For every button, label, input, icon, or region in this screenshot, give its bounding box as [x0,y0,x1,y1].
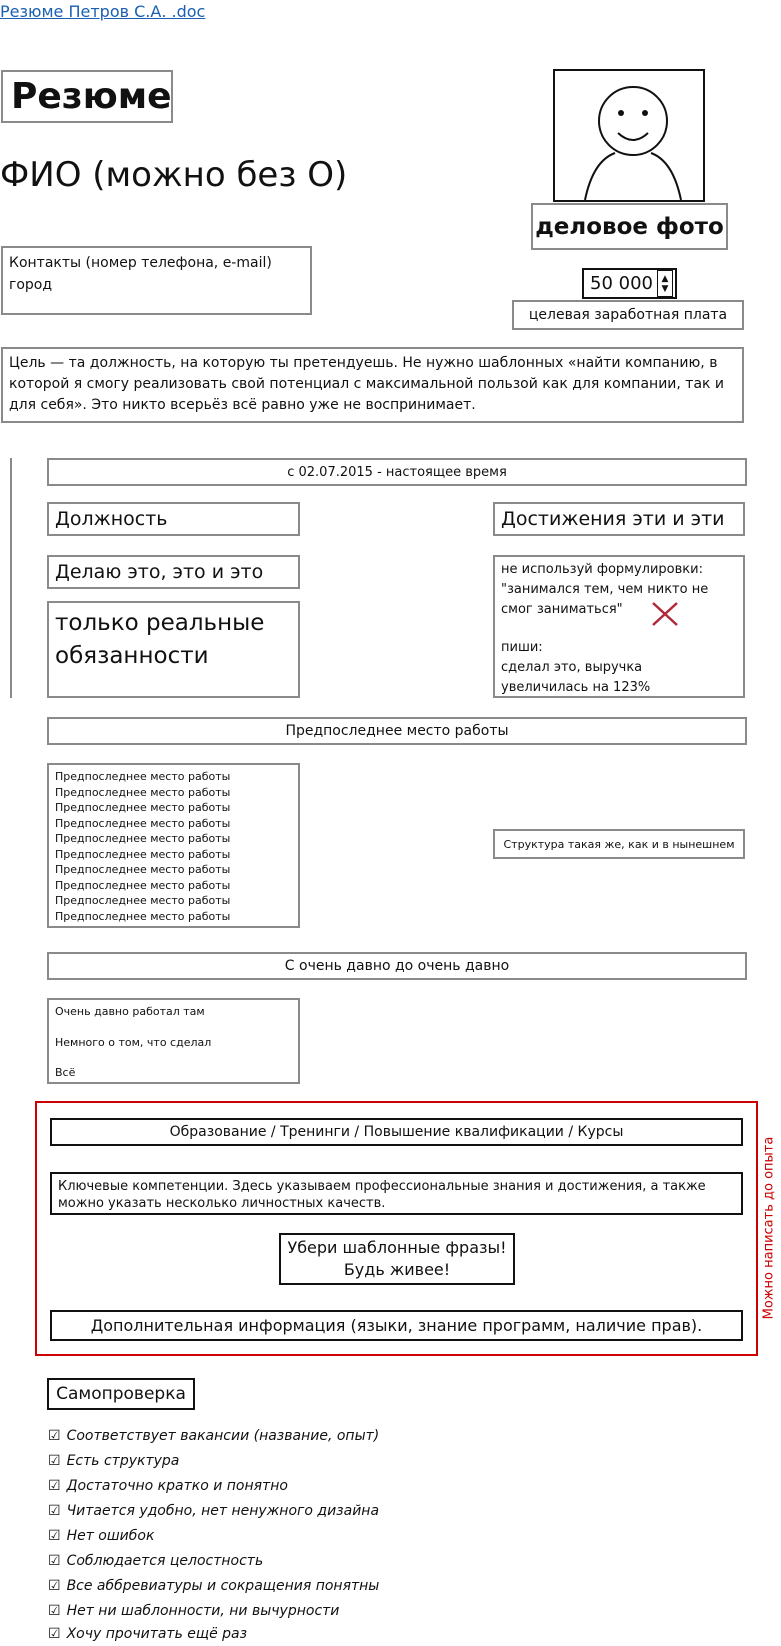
tip-line: Убери шаблонные фразы! [287,1238,507,1257]
checklist-item[interactable]: ☑ Нет ни шаблонности, ни вычурности [48,1599,339,1623]
checklist-item[interactable]: ☑ Соблюдается целостность [48,1549,263,1573]
achievements-title: Достижения эти и эти [493,502,745,536]
current-period: с 02.07.2015 - настоящее время [47,458,747,486]
note-line: увеличилась на 123% [501,680,651,695]
structure-note: Структура такая же, как и в нынешнем [493,829,745,859]
checklist-item[interactable]: ☑ Хочу прочитать ещё раз [48,1622,247,1646]
list-item: Предпоследнее место работы [55,878,231,892]
photo-label: деловое фото [531,203,728,250]
contacts-box[interactable]: Контакты (номер телефона, e-mail) город [1,246,312,315]
side-note-wrapper: Можно написать до опыта [758,1133,780,1323]
goal-box[interactable]: Цель — та должность, на которую ты прете… [1,347,744,423]
education-field[interactable]: Образование / Тренинги / Повышение квали… [50,1118,743,1146]
photo-placeholder [553,69,705,202]
checklist-item[interactable]: ☑ Достаточно кратко и понятно [48,1474,288,1498]
person-icon [584,86,682,200]
checkbox-checked-icon[interactable]: ☑ [48,1503,61,1519]
side-note: Можно написать до опыта [761,1136,777,1320]
checklist-label: Нет ни шаблонности, ни вычурности [66,1603,340,1619]
salary-stepper[interactable]: 50 000 ▲▼ [582,268,677,299]
checklist-item[interactable]: ☑ Соответствует вакансии (название, опыт) [48,1424,379,1448]
list-item: Предпоследнее место работы [55,801,231,814]
list-item: Предпоследнее место работы [55,863,231,876]
checklist-item[interactable]: ☑ Все аббревиатуры и сокращения понятны [48,1574,379,1598]
fio-heading: ФИО (можно без О) [0,155,348,195]
city-line: город [9,277,53,293]
tip-box: Убери шаблонные фразы! Будь живее! [279,1233,515,1285]
stepper-arrows-icon[interactable]: ▲▼ [657,270,673,297]
old-job-line: Немного о том, что сделал [55,1035,212,1049]
checkbox-checked-icon[interactable]: ☑ [48,1528,61,1544]
list-item: Предпоследнее место работы [55,816,231,830]
checklist-label: Есть структура [66,1453,180,1469]
checklist-label: Все аббревиатуры и сокращения понятны [66,1578,380,1594]
note-line: сделал это, выручка [501,660,643,675]
checklist-label: Хочу прочитать ещё раз [66,1626,248,1642]
contacts-line: Контакты (номер телефона, e-mail) [9,255,272,271]
duties-summary[interactable]: Делаю это, это и это [47,555,300,589]
checklist-label: Соответствует вакансии (название, опыт) [66,1428,380,1444]
old-job-line: Очень давно работал там [55,1005,205,1018]
checklist-item[interactable]: ☑ Есть структура [48,1449,179,1473]
tip-line: Будь живее! [343,1260,451,1279]
cross-icon [652,602,678,626]
note-line: пиши: [501,640,543,655]
list-item: Предпоследнее место работы [55,785,231,799]
checklist-label: Достаточно кратко и понятно [66,1478,288,1494]
old-job-line: Всё [55,1066,76,1079]
previous-job-list[interactable]: Предпоследнее место работы Предпоследнее… [47,763,300,928]
checkbox-checked-icon[interactable]: ☑ [48,1578,61,1594]
checklist-label: Читается удобно, нет ненужного дизайна [66,1503,380,1519]
salary-label: целевая заработная плата [512,300,744,330]
selfcheck-title: Самопроверка [47,1378,195,1410]
achievements-note: не используй формулировки: "занимался те… [493,555,745,698]
old-job-details[interactable]: Очень давно работал там Немного о том, ч… [47,998,300,1084]
document-link[interactable]: Резюме Петров С.А. .doc [0,2,206,21]
resume-title: Резюме [1,70,173,123]
list-item: Предпоследнее место работы [55,847,231,861]
checklist-item[interactable]: ☑ Читается удобно, нет ненужного дизайна [48,1499,379,1523]
list-item: Предпоследнее место работы [55,909,231,923]
old-job-title: С очень давно до очень давно [47,952,747,980]
competencies-field[interactable]: Ключевые компетенции. Здесь указываем пр… [50,1172,743,1215]
checkbox-checked-icon[interactable]: ☑ [48,1453,61,1469]
movable-section [35,1101,758,1356]
duties-field[interactable]: только реальные обязанности [47,601,300,698]
checklist-item[interactable]: ☑ Нет ошибок [48,1524,154,1548]
position-field[interactable]: Должность [47,502,300,536]
checkbox-checked-icon[interactable]: ☑ [48,1626,61,1642]
note-line: не используй формулировки: [501,562,703,577]
previous-job-title: Предпоследнее место работы [47,717,747,745]
note-line: "занимался тем, чем никто не [501,582,709,597]
section-divider [10,458,12,698]
checklist-label: Соблюдается целостность [66,1553,264,1569]
checklist-label: Нет ошибок [66,1528,155,1544]
checkbox-checked-icon[interactable]: ☑ [48,1428,61,1444]
list-item: Предпоследнее место работы [55,770,231,783]
additional-info-field[interactable]: Дополнительная информация (языки, знание… [50,1310,743,1341]
list-item: Предпоследнее место работы [55,832,231,845]
checkbox-checked-icon[interactable]: ☑ [48,1603,61,1619]
note-line: смог заниматься" [501,602,623,617]
salary-value: 50 000 [590,273,653,294]
checkbox-checked-icon[interactable]: ☑ [48,1553,61,1569]
list-item: Предпоследнее место работы [55,894,231,907]
checkbox-checked-icon[interactable]: ☑ [48,1478,61,1494]
